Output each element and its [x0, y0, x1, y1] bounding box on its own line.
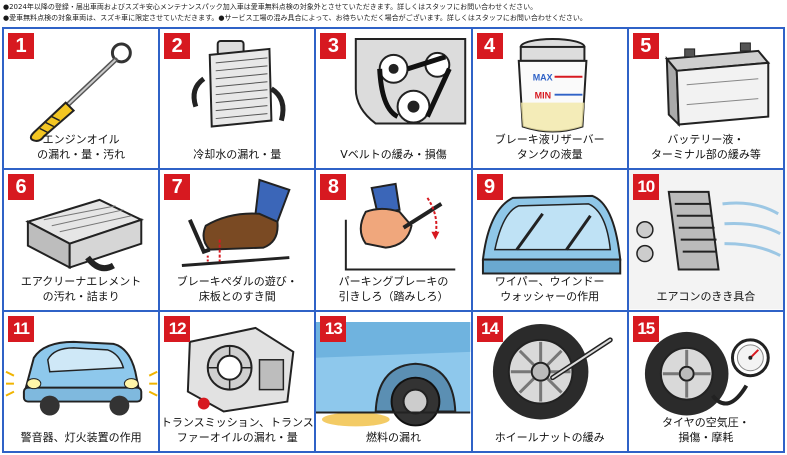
- inspection-item-15: 15 タイヤの空気圧・ 損傷・摩耗: [628, 311, 785, 453]
- item-label: エアクリーナエレメント の汚れ・詰まり: [20, 274, 142, 303]
- tire-pressure-icon: [644, 331, 770, 416]
- item-number: 10: [632, 174, 659, 201]
- item-number: 8: [320, 174, 347, 201]
- inspection-item-5: 5 バッテリー液・ ターミナル部の緩み等: [628, 29, 785, 171]
- inspection-item-2: 2 冷却水の漏れ・量: [160, 29, 317, 171]
- v-belt-icon: [355, 37, 467, 125]
- item-number: 12: [164, 315, 191, 342]
- inspection-item-11: 11 警音器、灯火装置の作用: [4, 311, 161, 453]
- item-label: エンジンオイル の漏れ・量・汚れ: [37, 133, 126, 162]
- item-number: 14: [476, 315, 503, 342]
- item-label: Vベルトの緩み・損傷: [340, 148, 447, 162]
- notes: ●2024年以降の登録・届出車両およびスズキ安心メンテナンスパック加入車は愛車無…: [3, 2, 783, 24]
- inspection-item-3: 3 Vベルトの緩み・損傷: [316, 29, 473, 171]
- item-number: 13: [320, 315, 347, 342]
- inspection-item-1: 1 エンジンオイル の漏れ・量・汚れ: [4, 29, 161, 171]
- item-label: ホイールナットの緩み: [494, 430, 605, 444]
- wheel-nut-icon: [492, 323, 613, 420]
- inspection-item-13: 13 燃料の漏れ: [316, 311, 473, 453]
- inspection-item-12: 12 トランスミッション、トランス ファーオイルの漏れ・量: [160, 311, 317, 453]
- note-line: ●愛車無料点検の対象車両は、スズキ車に限定させていただきます。●サービス工場の混…: [3, 14, 587, 22]
- inspection-item-4: 4 MAX MIN ブレーキ液リザーバー タンクの液量: [472, 29, 629, 171]
- inspection-item-6: 6 エアクリーナエレメント の汚れ・詰まり: [4, 170, 161, 312]
- item-number: 9: [476, 174, 503, 201]
- item-number: 7: [164, 174, 191, 201]
- item-number: 1: [8, 33, 34, 59]
- note-line: ●2024年以降の登録・届出車両およびスズキ安心メンテナンスパック加入車は愛車無…: [3, 3, 538, 11]
- oil-dipstick-icon: [29, 42, 132, 142]
- item-label: 警音器、灯火装置の作用: [20, 430, 142, 444]
- air-conditioner-icon: [628, 170, 783, 310]
- max-mark: MAX: [532, 73, 552, 83]
- item-number: 2: [164, 33, 191, 59]
- inspection-grid: 1 エンジンオイル の漏れ・量・汚れ 2: [2, 27, 785, 453]
- inspection-item-14: 14 ホイールナットの緩み: [472, 311, 629, 453]
- wiper-icon: [481, 195, 621, 275]
- item-number: 11: [8, 315, 34, 342]
- inspection-item-8: 8 パーキングブレーキの 引きしろ（踏みしろ）: [316, 170, 473, 312]
- item-label: バッテリー液・ ターミナル部の緩み等: [650, 133, 761, 162]
- brake-reservoir-icon: MAX MIN: [517, 37, 588, 133]
- radiator-icon: [191, 39, 286, 128]
- car-lights-icon: [5, 340, 158, 416]
- item-label: 冷却水の漏れ・量: [193, 148, 282, 162]
- inspection-item-10: 10 エアコンのきき具合: [628, 170, 785, 312]
- inspection-item-7: 7 ブレーキペダルの遊び・ 床板とのすき間: [160, 170, 317, 312]
- battery-icon: [664, 42, 771, 128]
- item-label: 燃料の漏れ: [365, 430, 421, 444]
- transmission-icon: [187, 326, 295, 413]
- parking-brake-icon: [345, 183, 456, 271]
- item-number: 4: [476, 33, 503, 59]
- item-number: 6: [8, 174, 34, 201]
- item-label: パーキングブレーキの 引きしろ（踏みしろ）: [338, 274, 449, 303]
- item-label: トランスミッション、トランス ファーオイルの漏れ・量: [160, 415, 314, 444]
- item-number: 15: [632, 315, 659, 342]
- item-label: ブレーキ液リザーバー タンクの液量: [494, 133, 605, 162]
- item-label: ワイパー、ウインドー ウォッシャーの作用: [494, 274, 605, 303]
- min-mark: MIN: [534, 91, 550, 101]
- item-number: 5: [632, 33, 659, 59]
- item-label: ブレーキペダルの遊び・ 床板とのすき間: [176, 274, 298, 303]
- brake-pedal-icon: [181, 178, 291, 268]
- item-label: エアコンのきき具合: [656, 289, 756, 303]
- inspection-item-9: 9 ワイパー、ウインドー ウォッシャーの作用: [472, 170, 629, 312]
- item-number: 3: [320, 33, 347, 59]
- air-filter-icon: [25, 199, 144, 272]
- item-label: タイヤの空気圧・ 損傷・摩耗: [662, 415, 750, 444]
- fuel-leak-icon: [316, 321, 471, 427]
